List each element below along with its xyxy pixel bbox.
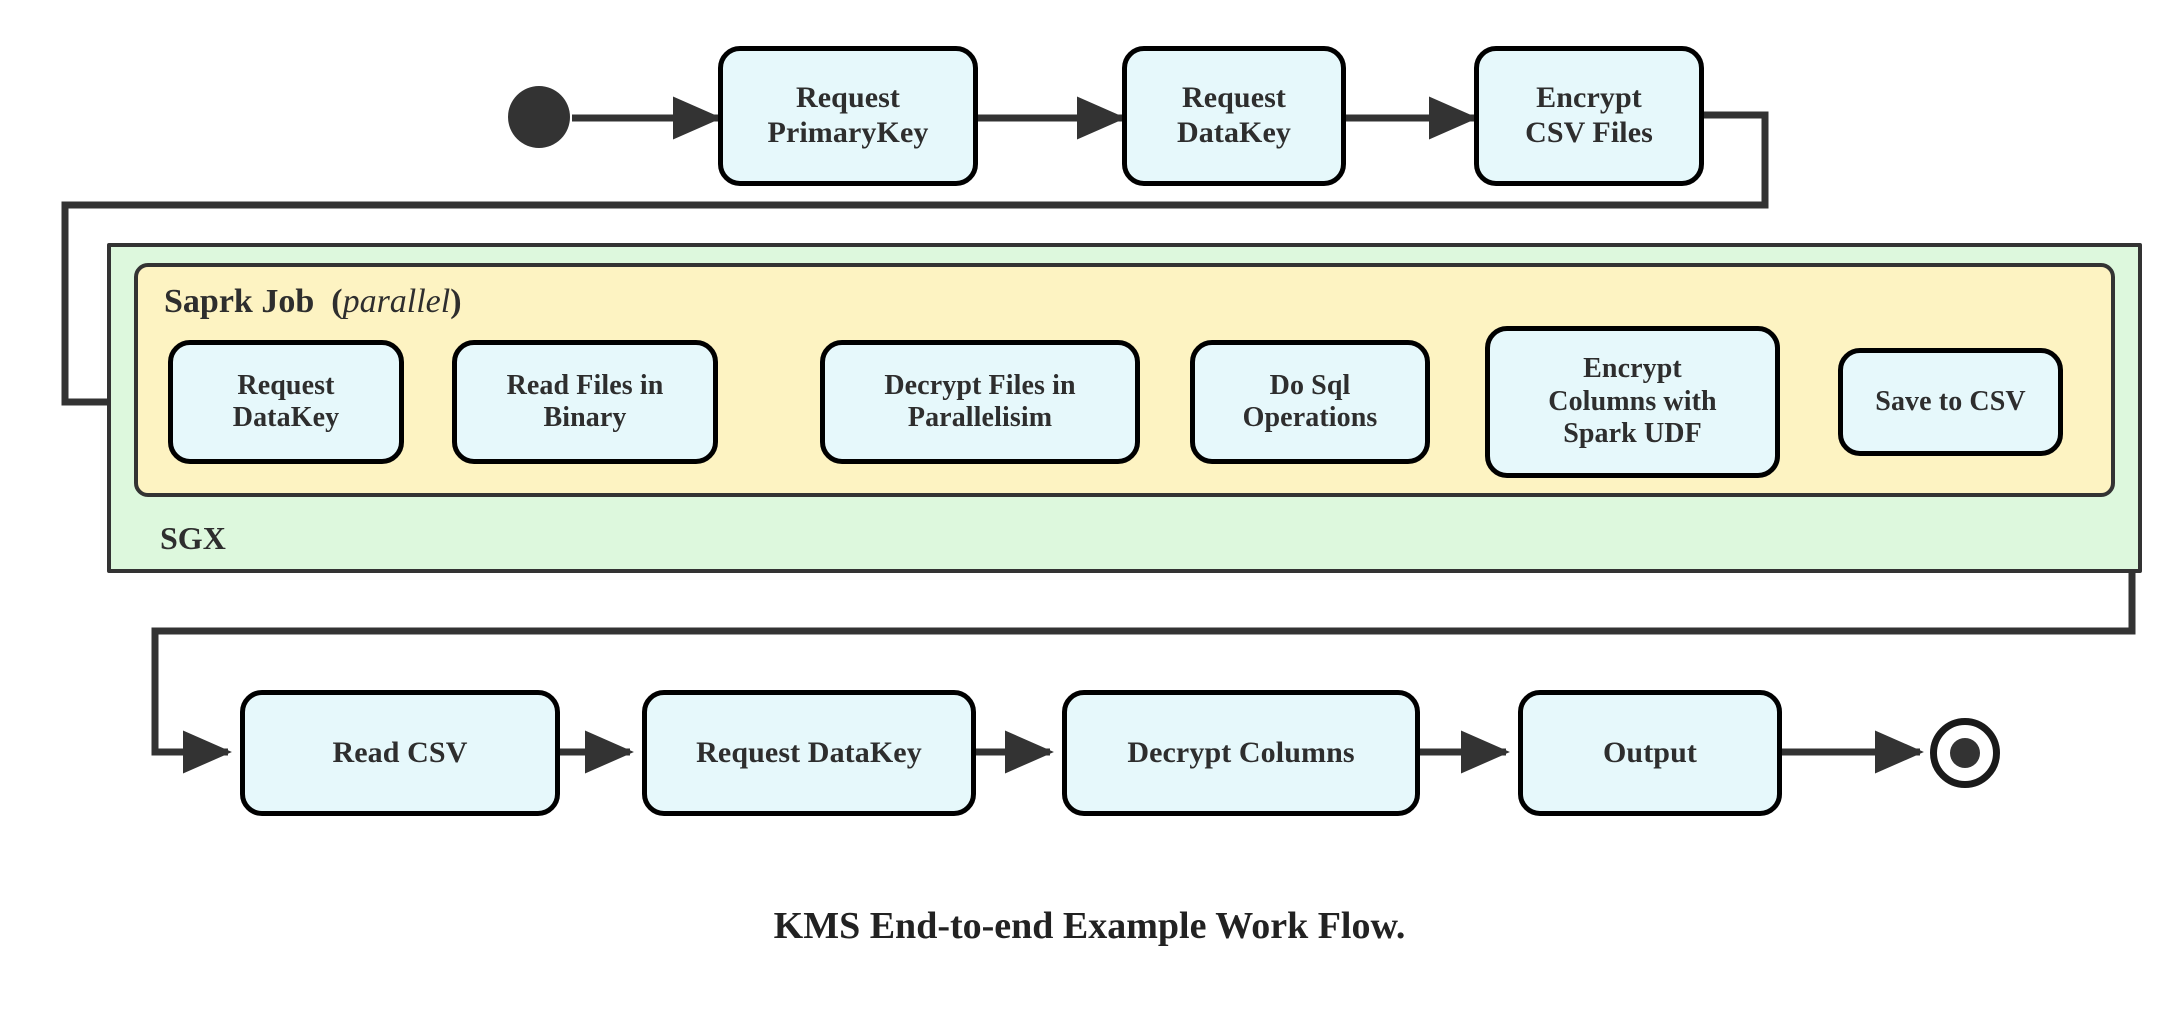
end-node — [1930, 718, 2000, 788]
diagram-caption: KMS End-to-end Example Work Flow. — [773, 905, 1406, 947]
node-label: Read CSV — [332, 735, 468, 769]
node-label: Output — [1603, 735, 1697, 769]
panel-spark-job-label: Saprk Job (parallel) — [164, 283, 462, 320]
paren-open: ( — [331, 283, 343, 320]
node-output[interactable]: Output — [1518, 690, 1782, 816]
node-label: Decrypt Columns — [1127, 735, 1355, 769]
node-label: Save to CSV — [1875, 385, 2026, 417]
node-decrypt-columns[interactable]: Decrypt Columns — [1062, 690, 1420, 816]
parallel-modifier: parallel — [342, 283, 451, 320]
panel-sgx-label: SGX — [160, 520, 226, 556]
start-node — [508, 86, 570, 148]
node-request-datakey-bottom[interactable]: Request DataKey — [642, 690, 976, 816]
node-save-to-csv[interactable]: Save to CSV — [1838, 348, 2063, 456]
paren-close: ) — [450, 283, 462, 320]
node-read-csv[interactable]: Read CSV — [240, 690, 560, 816]
node-label: Request DataKey — [696, 735, 922, 769]
end-node-core — [1949, 737, 1981, 769]
